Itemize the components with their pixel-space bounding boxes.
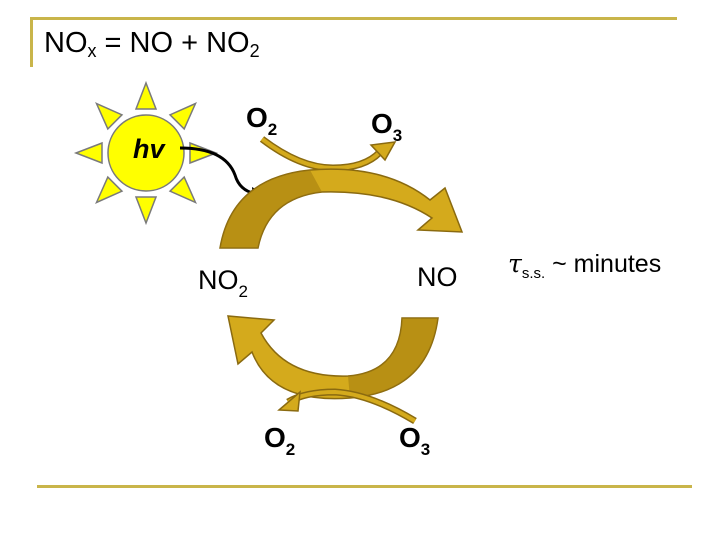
no2-label: NO2 [198,265,248,301]
lower-thin-arrow [277,388,417,425]
title-rest: = NO + NO [96,27,250,59]
upper-thin-arrow [259,136,397,172]
title-nox-sub: x [87,41,97,61]
sun-ray [168,175,197,204]
lifetime-text: ~ minutes [545,250,662,278]
lower-main-arrow [227,315,439,400]
lifetime-label: τs.s. ~ minutes [508,249,661,282]
sun-ray [95,175,124,204]
upper-o3-label: O3 [371,108,403,145]
title-nox: NO [44,27,88,59]
sun-ray [95,102,124,131]
sun-ray [134,80,158,110]
sun-icon [73,80,219,226]
lower-o2-label: O2 [264,422,296,459]
upper-main-arrow [219,168,464,249]
frame-left-line [30,17,33,67]
slide-title: NOx = NO + NO2 [44,27,260,62]
tau-subscript: s.s. [521,265,546,282]
frame-bottom-line [37,485,692,488]
tau-symbol: τ [508,249,522,278]
upper-o2-label: O2 [246,102,278,139]
sun-ray [134,196,158,226]
sun-disc [107,114,185,192]
lower-o3-label: O3 [399,422,431,459]
frame-top-line [30,17,677,20]
sun-ray [168,102,197,131]
no-label: NO [417,262,458,292]
title-rest-sub: 2 [249,41,260,61]
sun-ray [73,141,103,165]
light-arrow-shaft [179,146,259,196]
photon-label: hv [133,134,165,164]
